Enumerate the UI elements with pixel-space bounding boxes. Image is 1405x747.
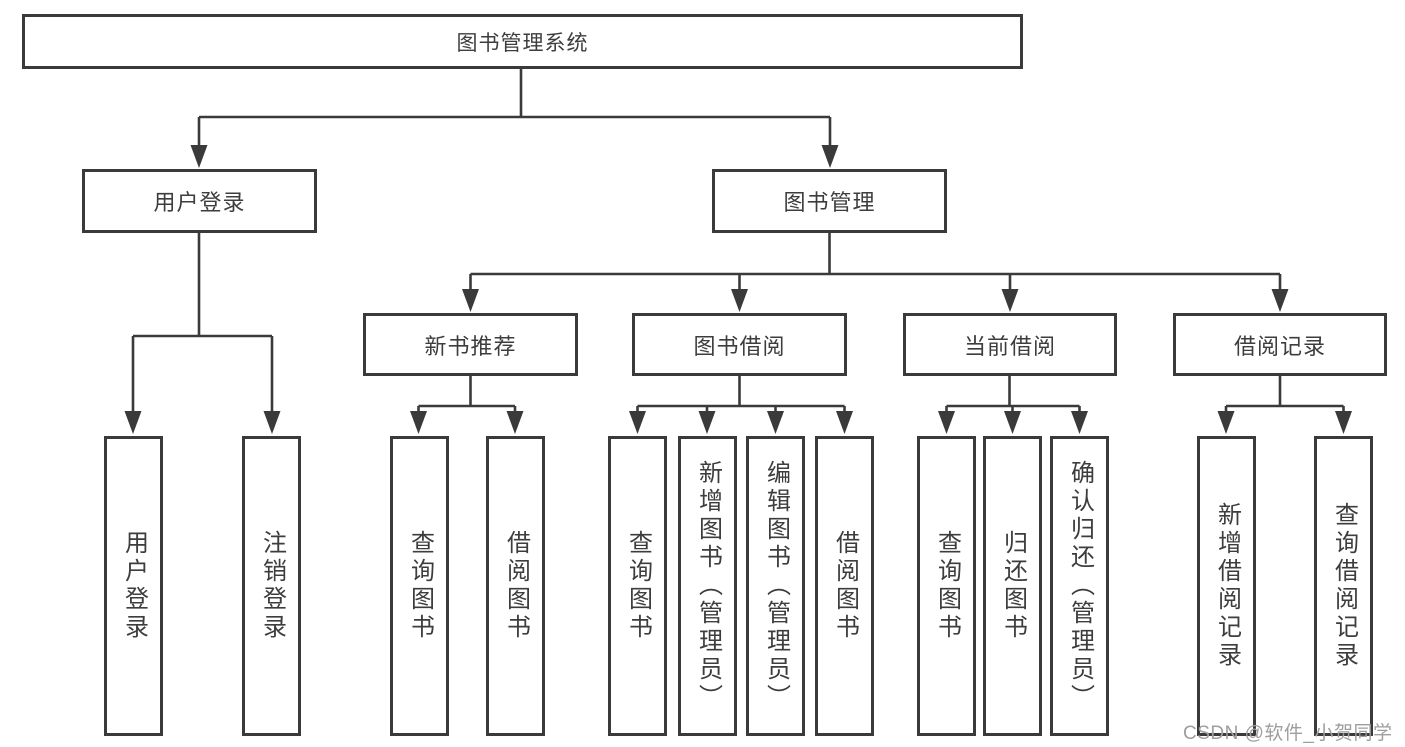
node-label: 确认归还（管理员） xyxy=(1066,460,1094,712)
node-leaf-borrow-books: 借阅图书 xyxy=(815,436,874,736)
node-label: 查询借阅记录 xyxy=(1330,502,1358,670)
node-leaf-query-books-recommend: 查询图书 xyxy=(390,436,449,736)
node-leaf-edit-book-admin: 编辑图书（管理员） xyxy=(746,436,805,736)
node-leaf-add-borrow-record: 新增借阅记录 xyxy=(1197,436,1256,736)
node-label: 借阅图书 xyxy=(502,530,530,642)
node-leaf-add-book-admin: 新增图书（管理员） xyxy=(678,436,737,736)
node-label: 当前借阅 xyxy=(963,333,1056,359)
node-leaf-query-books-borrow: 查询图书 xyxy=(608,436,667,736)
node-label: 归还图书 xyxy=(999,530,1027,642)
node-root-system: 图书管理系统 xyxy=(22,14,1023,69)
node-leaf-query-books-current: 查询图书 xyxy=(917,436,976,736)
node-label: 注销登录 xyxy=(258,530,286,642)
node-label: 查询图书 xyxy=(933,530,961,642)
node-leaf-query-borrow-record: 查询借阅记录 xyxy=(1314,436,1373,736)
node-label: 图书借阅 xyxy=(693,333,786,359)
node-leaf-confirm-return-admin: 确认归还（管理员） xyxy=(1050,436,1109,736)
node-label: 用户登录 xyxy=(153,190,246,215)
node-label: 用户登录 xyxy=(120,530,148,642)
node-label: 查询图书 xyxy=(406,530,434,642)
node-label: 借阅图书 xyxy=(831,530,859,642)
node-label: 图书管理 xyxy=(783,190,876,215)
node-label: 新书推荐 xyxy=(424,333,517,359)
csdn-watermark: CSDN @软件_小贺同学 xyxy=(1183,723,1393,744)
node-leaf-return-book: 归还图书 xyxy=(983,436,1042,736)
node-user-login: 用户登录 xyxy=(82,169,317,233)
node-label: 新增借阅记录 xyxy=(1213,502,1241,670)
node-leaf-logout: 注销登录 xyxy=(242,436,301,736)
node-leaf-borrow-books-recommend: 借阅图书 xyxy=(486,436,545,736)
node-leaf-user-login: 用户登录 xyxy=(104,436,163,736)
node-label: 查询图书 xyxy=(624,530,652,642)
node-label: 编辑图书（管理员） xyxy=(762,460,790,712)
node-label: 借阅记录 xyxy=(1233,333,1326,359)
node-root-label: 图书管理系统 xyxy=(456,31,589,55)
node-new-book-recommend: 新书推荐 xyxy=(363,313,578,376)
node-book-management: 图书管理 xyxy=(712,169,947,233)
node-borrow-records: 借阅记录 xyxy=(1173,313,1387,376)
node-current-borrow: 当前借阅 xyxy=(903,313,1117,376)
node-book-borrow: 图书借阅 xyxy=(632,313,847,376)
node-label: 新增图书（管理员） xyxy=(694,460,722,712)
